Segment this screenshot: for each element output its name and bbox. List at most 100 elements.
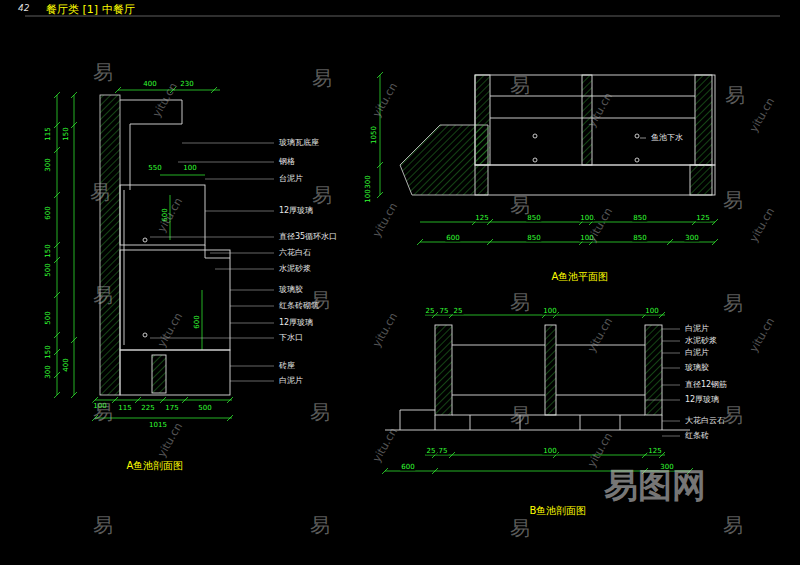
watermark: 易 [723,405,743,425]
watermark: 易 [510,195,530,215]
watermark: 易 [310,290,330,310]
callout-label: 白泥片 [684,325,710,333]
callout-label: 砖座 [278,362,296,370]
watermark: yitu.cn [586,206,614,244]
dimension-value: 600 [400,464,415,471]
callout-label: 玻璃胶 [684,364,710,372]
watermark: 易 [510,405,530,425]
dimension-value: 500 [45,262,52,277]
watermark: 易 [90,182,110,202]
callout-label: 12厚玻璃 [684,396,720,404]
dimension-value: 1015 [148,422,168,429]
watermark: 易 [312,68,332,88]
watermark: yitu.cn [156,311,184,349]
dimension-value: 300 [684,235,699,242]
dimension-value: 150 [45,344,52,359]
dimension-value: 125 [647,448,662,455]
dimension-value: 100 [579,215,594,222]
watermark: 易 [312,185,332,205]
watermark: 易 [310,515,330,535]
dimension-value: 125 [474,215,489,222]
dimension-value: 100 [644,308,659,315]
dimension-value: 600 [194,314,201,329]
watermark: 易 [723,293,743,313]
dimension-value: 150 [45,243,52,258]
watermark: yitu.cn [748,206,776,244]
callout-label: 水泥砂浆 [684,337,718,345]
watermark-logo: 易图网 [604,468,706,502]
callout-label: 白泥片 [278,377,304,385]
watermark: 易 [93,62,113,82]
watermark: yitu.cn [748,96,776,134]
dimension-value: 115 [45,126,52,141]
dimension-value: 500 [197,405,212,412]
callout-label: 直径35循环水口 [278,233,338,241]
watermark: yitu.cn [586,316,614,354]
watermark: 易 [310,402,330,422]
dimension-value: 75 [439,308,450,315]
watermark: yitu.cn [586,431,614,469]
dimension-value: 100 [542,448,557,455]
dimension-value: 25 [426,448,437,455]
watermark: 易 [723,190,743,210]
callout-label: 鱼池下水 [650,134,684,142]
dimension-value: 1050 [371,125,378,145]
dimension-value: 300 [45,364,52,379]
dimension-value: 400 [63,357,70,372]
dimension-value: 850 [632,235,647,242]
dimension-value: 600 [45,205,52,220]
dimension-value: 850 [632,215,647,222]
callout-label: 玻璃瓦底座 [278,139,320,147]
dimension-value: 230 [179,81,194,88]
watermark: 易 [725,85,745,105]
dimension-value: 75 [438,448,449,455]
watermark: yitu.cn [748,316,776,354]
dimension-value: 100 [365,188,372,203]
dimension-value: 300 [45,157,52,172]
callout-label: 大花白云石 [684,417,726,425]
dimension-value: 25 [425,308,436,315]
dimension-value: 115 [117,405,132,412]
callout-label: 白泥片 [684,349,710,357]
dimension-value: 550 [147,165,162,172]
dimension-value: 175 [164,405,179,412]
callout-label: 台泥片 [278,175,304,183]
dimension-value: 500 [45,310,52,325]
callout-label: 六花白石 [278,249,312,257]
sheet-title: 餐厅类 [1] 中餐厅 [46,4,135,15]
view-caption: A鱼池平面图 [550,272,611,282]
watermark: yitu.cn [371,311,399,349]
dimension-value: 225 [140,405,155,412]
callout-label: 钢格 [278,158,296,166]
dimension-value: 100 [542,308,557,315]
dimension-value: 25 [453,308,464,315]
page-number: 42 [18,4,29,13]
watermark: 易 [93,402,113,422]
callout-label: 水泥砂浆 [278,265,312,273]
watermark: 易 [93,515,113,535]
dimension-value: 850 [526,215,541,222]
callout-label: 红条砖 [684,432,710,440]
dimension-value: 100 [182,165,197,172]
watermark: yitu.cn [371,81,399,119]
view-caption: B鱼池剖面图 [528,506,589,516]
watermark: 易 [510,518,530,538]
dimension-value: 125 [695,215,710,222]
watermark: 易 [510,292,530,312]
watermark: yitu.cn [371,201,399,239]
callout-label: 玻璃胶 [278,286,304,294]
watermark: 易 [93,285,113,305]
dimension-value: 400 [142,81,157,88]
watermark: yitu.cn [371,426,399,464]
dimension-value: 850 [526,235,541,242]
watermark: 易 [723,515,743,535]
watermark: 易 [510,75,530,95]
view-caption: A鱼池剖面图 [125,461,186,471]
callout-label: 下水口 [278,334,304,342]
callout-label: 12厚玻璃 [278,319,314,327]
callout-label: 直径12钢筋 [684,381,728,389]
callout-label: 12厚玻璃 [278,207,314,215]
dimension-value: 600 [445,235,460,242]
dimension-value: 150 [63,126,70,141]
